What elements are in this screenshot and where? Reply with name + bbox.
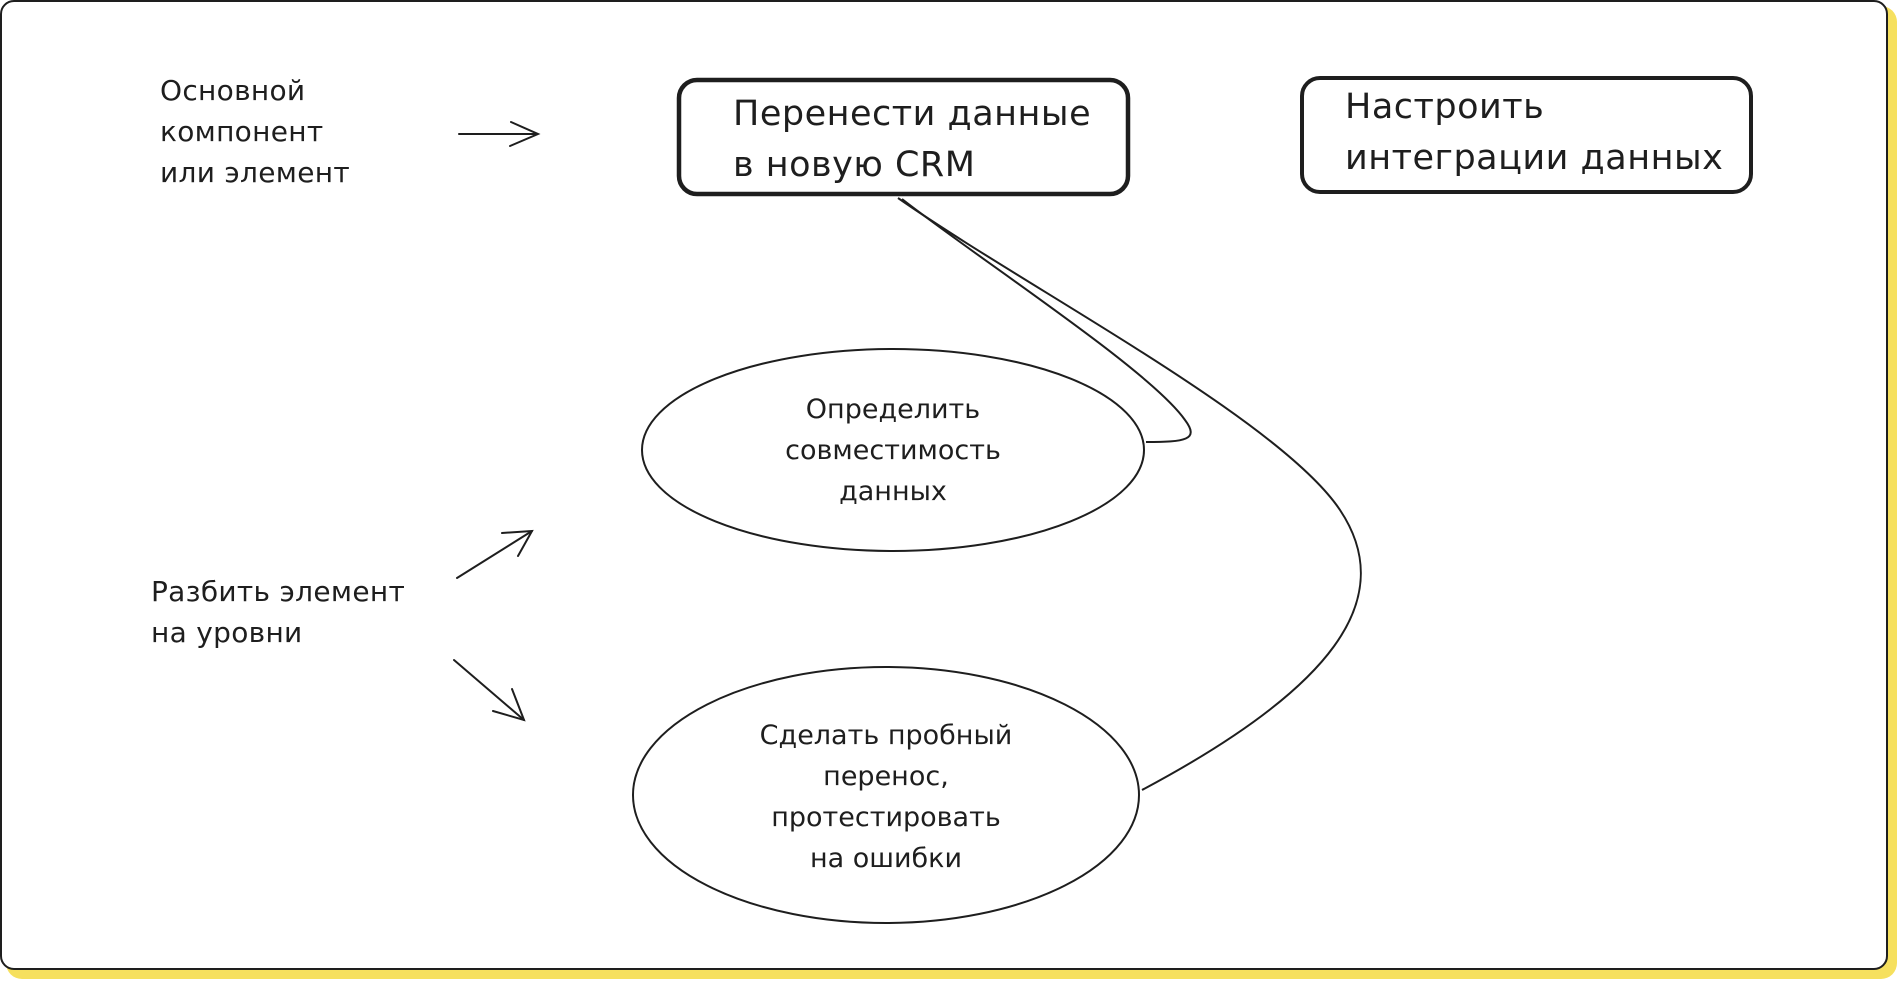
node-trial-migration-ellipse[interactable]	[632, 666, 1140, 924]
arrow-split-down	[453, 659, 526, 722]
arrow-main-component	[458, 121, 541, 147]
node-trial-migration-label: Сделать пробный перенос, протестировать …	[759, 720, 1013, 874]
node-setup-integrations-label: Настроить интеграции данных	[1345, 87, 1724, 178]
node-migrate-crm-label: Перенести данные в новую CRM	[733, 94, 1092, 185]
node-check-compat-ellipse[interactable]	[641, 348, 1145, 552]
connector-to-trial-migration	[897, 197, 1362, 791]
node-migrate-crm-box[interactable]	[676, 77, 1131, 197]
node-check-compat-label: Определить совместимость данных	[785, 393, 1001, 507]
node-setup-integrations-box[interactable]	[1300, 76, 1753, 194]
legend-split-levels: Разбить элемент на уровни	[151, 575, 406, 649]
arrow-split-up	[456, 529, 534, 579]
connector-to-check-compat	[901, 198, 1192, 443]
legend-main-component: Основной компонент или элемент	[160, 74, 350, 189]
